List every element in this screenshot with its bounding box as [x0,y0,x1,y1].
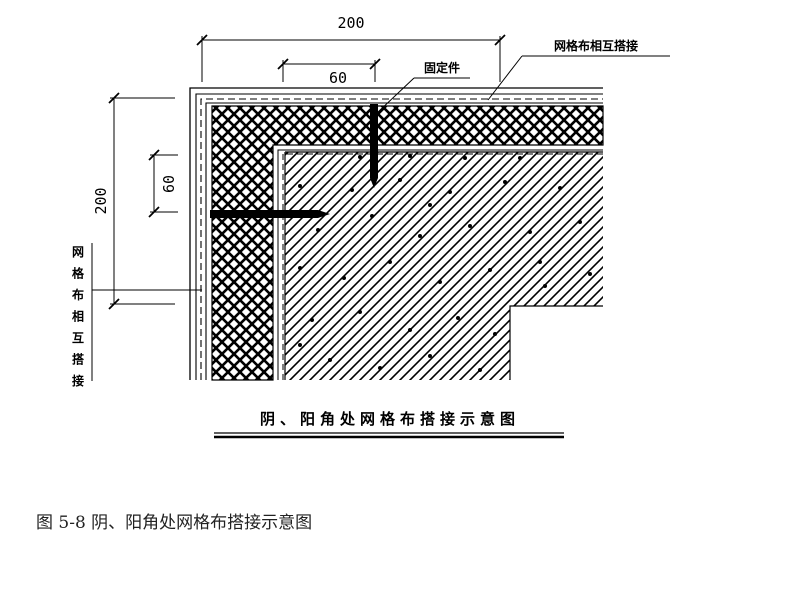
concrete-wall [284,151,603,380]
callout-mesh-overlap-top [487,55,670,101]
label-fixing-part: 固定件 [424,60,460,75]
left-dimensions [108,92,178,310]
callout-fixing-part [377,77,470,113]
adhesive-layer [277,149,603,380]
render-layers [189,87,603,380]
dim-left-outer: 200 [92,187,110,214]
dim-top-inner: 60 [329,69,347,87]
label-mesh-overlap-left: 网格布相互搭接 [72,245,85,388]
dim-left-inner: 60 [160,175,178,193]
fixing-anchors [210,104,378,218]
callout-mesh-overlap-left [91,243,202,381]
label-mesh-overlap-top: 网格布相互搭接 [554,38,638,53]
aggregate-dots [298,154,592,372]
drawing-title: 阴、阳角处网格布搭接示意图 [260,410,520,428]
top-dimensions [196,34,506,82]
insulation-board [211,105,604,381]
dim-top-outer: 200 [337,14,364,32]
figure-caption: 图 5-8 阴、阳角处网格布搭接示意图 [36,513,313,533]
